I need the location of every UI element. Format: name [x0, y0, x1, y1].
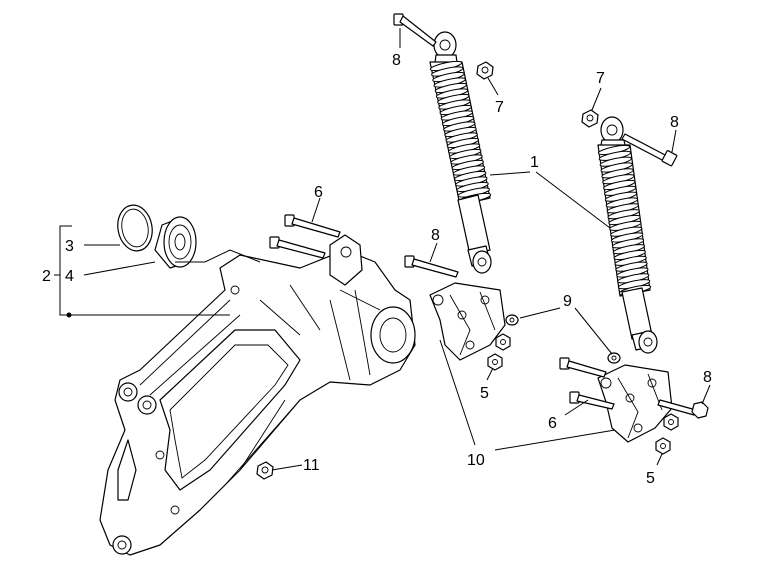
bolt-part: [559, 357, 607, 378]
bolt-part: [569, 391, 615, 410]
nut-part: [581, 109, 599, 128]
callout-2: 2: [42, 268, 51, 285]
bolt-part: [269, 236, 326, 259]
shock-bracket-right: [597, 364, 673, 443]
bolt-part: [393, 13, 437, 47]
nut-part: [663, 413, 679, 431]
callout-1: 1: [530, 154, 539, 171]
callout-8-bracket-left: 8: [431, 227, 440, 244]
nut-part: [495, 333, 511, 351]
bolt-part: [284, 214, 341, 238]
callout-7-right: 7: [596, 70, 605, 87]
callout-3: 3: [65, 238, 74, 255]
callout-6-right: 6: [548, 415, 557, 432]
nut-part: [256, 461, 274, 480]
callout-10: 10: [467, 452, 485, 469]
callout-6-top: 6: [314, 184, 323, 201]
nut-part: [487, 353, 503, 371]
circlip-part: [117, 204, 153, 252]
callout-11: 11: [303, 457, 320, 474]
callout-8-bracket-right: 8: [703, 369, 712, 386]
washer-part: [505, 314, 519, 326]
callout-8-right-top: 8: [670, 114, 679, 131]
callout-labels: 1 2 3 4 5 5 6 6 7 7 8 8 8 8 9 10 11: [42, 52, 712, 487]
swingarm-part: [99, 234, 416, 556]
bolt-part: [621, 133, 678, 167]
callout-4: 4: [65, 268, 74, 285]
nut-part: [476, 61, 494, 80]
shock-bracket-left: [429, 282, 506, 361]
callout-9: 9: [563, 293, 572, 310]
callout-5-left: 5: [480, 385, 489, 402]
bolt-part: [404, 255, 459, 278]
leader-lines: [54, 28, 711, 471]
callout-7-left: 7: [495, 99, 504, 116]
callout-5-right: 5: [646, 470, 655, 487]
nut-part: [655, 437, 671, 455]
bolt-part: [657, 399, 709, 419]
bearing-part: [154, 216, 197, 269]
shock-absorber-left: [429, 31, 492, 274]
callout-8-top: 8: [392, 52, 401, 69]
washer-part: [607, 352, 621, 364]
shock-absorber-right: [597, 116, 658, 354]
